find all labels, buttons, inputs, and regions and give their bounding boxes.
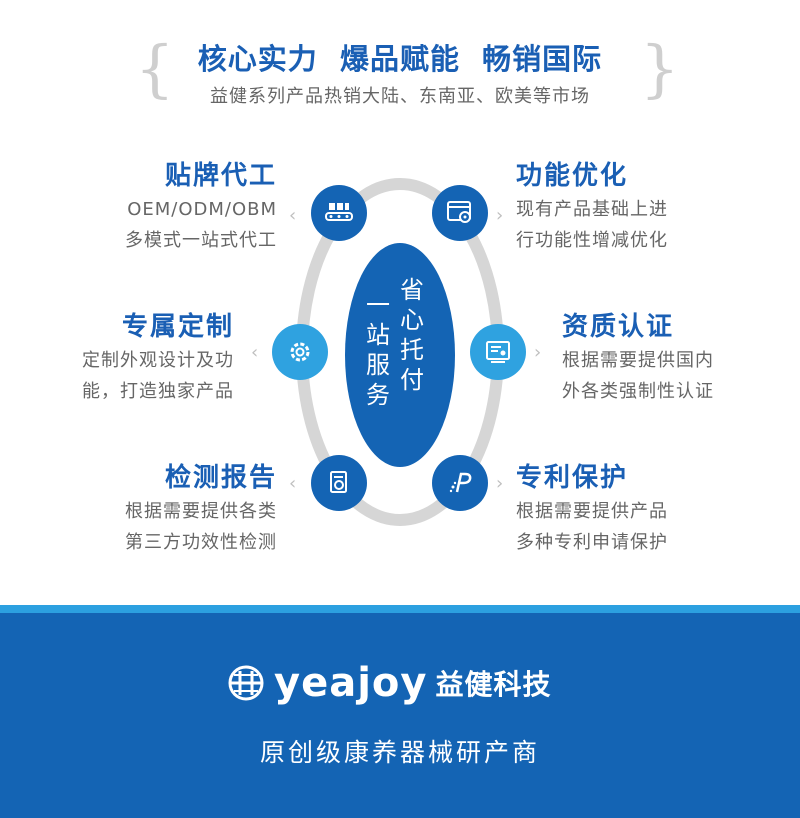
chevron-right-icon: ›: [496, 205, 504, 226]
chevron-right-icon: ›: [534, 342, 542, 363]
feature-desc-line: 行功能性增减优化: [516, 230, 668, 251]
feature-oem: 贴牌代工 OEM/ODM/OBM 多模式一站式代工: [125, 155, 277, 256]
feature-desc-line: 外各类强制性认证: [562, 381, 714, 402]
gear-settings-icon: [272, 324, 328, 380]
feature-desc-line: 现有产品基础上进: [516, 199, 668, 220]
factory-conveyor-icon: [311, 185, 367, 241]
footer-banner: [0, 605, 800, 818]
feature-desc-line: 第三方功效性检测: [125, 532, 277, 553]
center-slogan: 一站服务 省心托付: [366, 276, 426, 409]
feature-custom: 专属定制 定制外观设计及功 能，打造独家产品: [82, 306, 234, 407]
feature-desc-line: OEM/ODM/OBM: [127, 199, 277, 220]
left-brace: {: [135, 32, 175, 105]
feature-title: 功能优化: [516, 161, 629, 191]
page-title: 核心实力 爆品赋能 畅销国际: [197, 42, 603, 76]
browser-gear-icon: [432, 185, 488, 241]
footer-slogan: 原创级康养器械研产商: [259, 738, 540, 767]
brand-logo: yeajoy 益健科技: [226, 660, 551, 706]
feature-testing: 检测报告 根据需要提供各类 第三方功效性检测: [125, 457, 277, 558]
feature-title: 贴牌代工: [164, 161, 277, 191]
feature-desc-line: 根据需要提供各类: [125, 501, 277, 522]
page-subtitle: 益健系列产品热销大陆、东南亚、欧美等市场: [210, 86, 590, 107]
feature-title: 专利保护: [516, 463, 629, 493]
feature-optimize: 功能优化 现有产品基础上进 行功能性增减优化: [516, 155, 668, 256]
brand-name: yeajoy: [274, 660, 428, 706]
feature-desc-line: 定制外观设计及功: [82, 350, 234, 371]
chevron-right-icon: ›: [496, 473, 504, 494]
feature-title: 专属定制: [121, 312, 234, 342]
report-document-icon: [311, 455, 367, 511]
feature-patent: 专利保护 根据需要提供产品 多种专利申请保护: [516, 457, 668, 558]
feature-title: 资质认证: [562, 312, 675, 342]
feature-certify: 资质认证 根据需要提供国内 外各类强制性认证: [562, 306, 714, 407]
footer-accent-line: [0, 605, 800, 613]
feature-desc-line: 多种专利申请保护: [516, 532, 668, 553]
certificate-icon: [470, 324, 526, 380]
feature-title: 检测报告: [164, 463, 277, 493]
yeajoy-logo-icon: [228, 665, 264, 701]
feature-desc-line: 多模式一站式代工: [125, 230, 277, 251]
feature-desc-line: 根据需要提供产品: [516, 501, 668, 522]
right-brace: }: [640, 32, 680, 105]
chevron-left-icon: ‹: [251, 342, 259, 363]
feature-desc-line: 根据需要提供国内: [562, 350, 714, 371]
chevron-left-icon: ‹: [289, 205, 297, 226]
patent-p-icon: [432, 455, 488, 511]
feature-desc-line: 能，打造独家产品: [82, 381, 234, 402]
brand-name-cn: 益健科技: [435, 668, 552, 701]
chevron-left-icon: ‹: [289, 473, 297, 494]
